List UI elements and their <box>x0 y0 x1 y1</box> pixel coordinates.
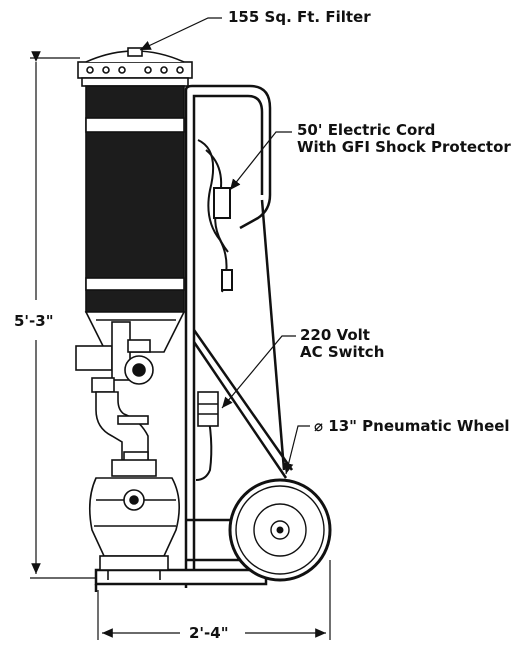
pneumatic-wheel <box>228 478 332 582</box>
valve-assembly <box>75 321 154 393</box>
filter-lid <box>77 47 193 87</box>
ac-switch-box <box>197 391 219 427</box>
filter-tank <box>84 85 186 353</box>
pump <box>88 459 180 580</box>
cord-callout-label-line1: 50' Electric Cord <box>297 121 436 139</box>
cart-frame <box>94 84 294 592</box>
filter-callout-label: 155 Sq. Ft. Filter <box>228 8 371 26</box>
switch-callout-label-line1: 220 Volt <box>300 326 370 344</box>
width-dimension-line <box>97 560 331 640</box>
cord-callout-label-line2: With GFI Shock Protector <box>297 138 511 156</box>
width-dimension-label: 2'-4" <box>186 624 232 642</box>
switch-callout-label-line2: AC Switch <box>300 343 385 361</box>
wheel-callout-label: ⌀ 13" Pneumatic Wheel <box>314 417 510 435</box>
elbow-pipe <box>95 391 149 463</box>
height-dimension-label: 5'-3" <box>14 312 54 330</box>
height-dimension-line <box>30 51 100 579</box>
electric-cord-coil <box>195 139 233 481</box>
callout-leaders <box>139 17 310 475</box>
